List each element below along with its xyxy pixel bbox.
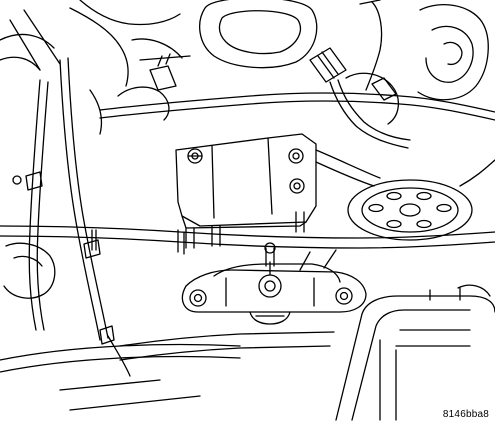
mount-isolator-lower: [181, 242, 367, 325]
wiring-harness-left: [0, 57, 241, 411]
frame-rail-right: [335, 284, 495, 421]
pulley-right: [315, 149, 495, 241]
mount-bracket-upper: [175, 133, 317, 249]
figure-id-label: 8146bba8: [442, 409, 489, 420]
rail-bottom-center: [119, 249, 337, 361]
crossing-tube: [0, 225, 495, 255]
engine-background: [0, 0, 495, 149]
